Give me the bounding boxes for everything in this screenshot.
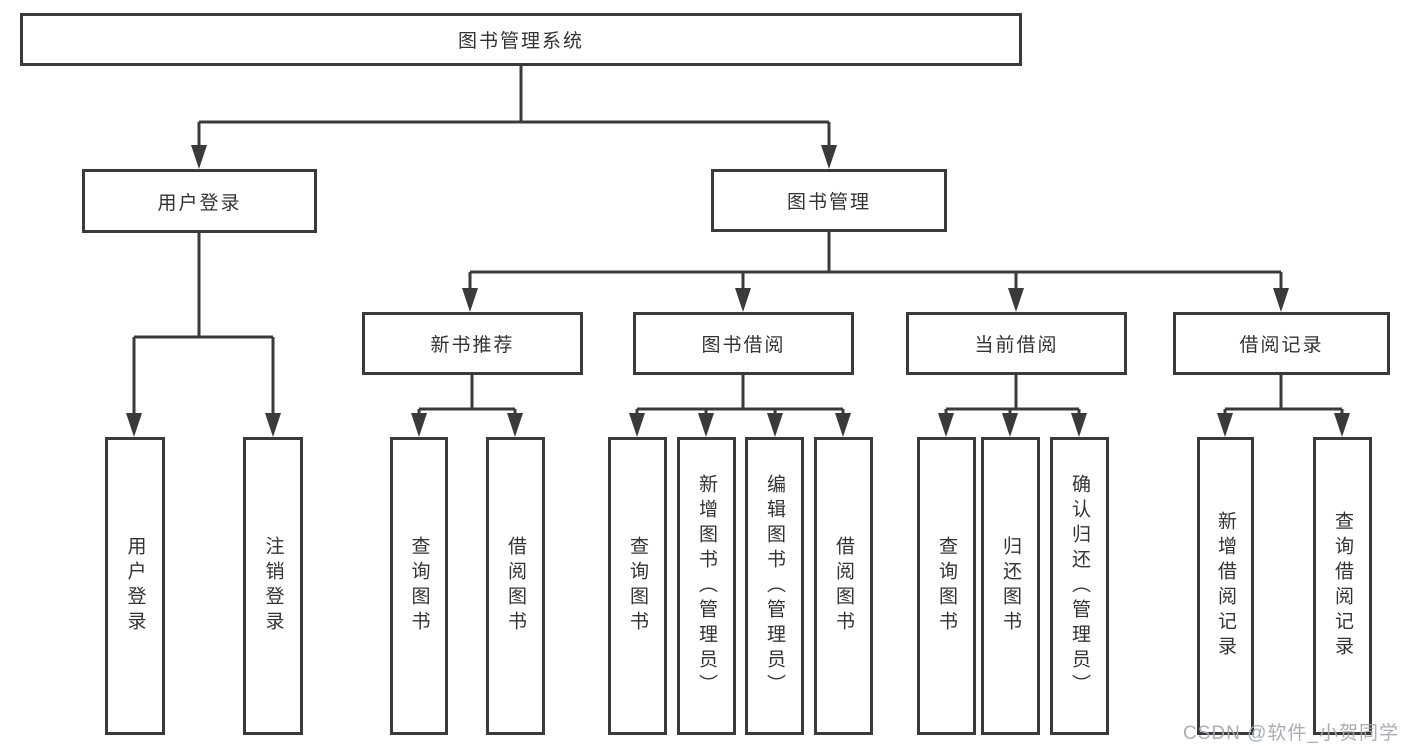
node-borrow-records-label: 借阅记录 — [1239, 335, 1324, 356]
leaf-borrow-borrow-books-label: 借阅图书 — [833, 536, 854, 636]
leaf-borrow-edit-books-admin-label: 编辑图书（管理员） — [764, 473, 785, 699]
leaf-borrow-query-books: 查询图书 — [608, 437, 667, 735]
node-user-login: 用户登录 — [82, 169, 317, 233]
leaf-newbook-query-books: 查询图书 — [390, 437, 448, 735]
node-book-borrow: 图书借阅 — [633, 312, 854, 375]
leaf-current-return-books: 归还图书 — [981, 437, 1040, 735]
leaf-records-query-record: 查询借阅记录 — [1313, 437, 1372, 735]
node-root: 图书管理系统 — [20, 13, 1022, 66]
leaf-borrow-edit-books-admin: 编辑图书（管理员） — [745, 437, 804, 735]
node-book-borrow-label: 图书借阅 — [701, 335, 786, 356]
leaf-newbook-borrow-books-label: 借阅图书 — [505, 536, 526, 636]
node-book-management-label: 图书管理 — [786, 192, 871, 213]
node-current-borrow: 当前借阅 — [906, 312, 1127, 375]
leaf-logout-label: 注销登录 — [262, 536, 284, 636]
leaf-current-return-books-label: 归还图书 — [1000, 536, 1021, 636]
csdn-watermark: CSDN @软件_小贺同学 — [1183, 723, 1399, 744]
node-new-book-recommend-label: 新书推荐 — [430, 335, 515, 356]
leaf-current-confirm-return-admin-label: 确认归还（管理员） — [1069, 473, 1090, 699]
connector-user-login-children — [126, 233, 281, 437]
leaf-borrow-add-books-admin: 新增图书（管理员） — [677, 437, 736, 735]
node-user-login-label: 用户登录 — [157, 192, 242, 214]
node-new-book-recommend: 新书推荐 — [362, 312, 583, 375]
leaf-records-add-record-label: 新增借阅记录 — [1215, 511, 1236, 661]
leaf-current-confirm-return-admin: 确认归还（管理员） — [1050, 437, 1109, 735]
node-root-label: 图书管理系统 — [457, 31, 584, 52]
connector-new-book-children — [411, 375, 523, 437]
connector-current-borrow-children — [938, 375, 1087, 437]
connector-borrow-records-children — [1217, 375, 1350, 437]
leaf-current-query-books-label: 查询图书 — [936, 536, 957, 636]
leaf-borrow-add-books-admin-label: 新增图书（管理员） — [696, 473, 717, 699]
leaf-user-login-label: 用户登录 — [124, 536, 146, 636]
leaf-newbook-query-books-label: 查询图书 — [408, 536, 430, 636]
leaf-records-add-record: 新增借阅记录 — [1197, 437, 1254, 735]
connector-root-to-level2 — [191, 66, 837, 169]
leaf-borrow-borrow-books: 借阅图书 — [814, 437, 873, 735]
leaf-records-query-record-label: 查询借阅记录 — [1332, 511, 1353, 661]
leaf-user-login: 用户登录 — [105, 437, 165, 735]
leaf-newbook-borrow-books: 借阅图书 — [486, 437, 545, 735]
leaf-logout: 注销登录 — [243, 437, 303, 735]
node-current-borrow-label: 当前借阅 — [974, 335, 1059, 356]
node-borrow-records: 借阅记录 — [1173, 312, 1390, 375]
leaf-borrow-query-books-label: 查询图书 — [627, 536, 648, 636]
leaf-current-query-books: 查询图书 — [917, 437, 976, 735]
connector-book-management-children — [462, 232, 1289, 312]
connector-book-borrow-children — [629, 375, 851, 437]
node-book-management: 图书管理 — [711, 169, 947, 232]
